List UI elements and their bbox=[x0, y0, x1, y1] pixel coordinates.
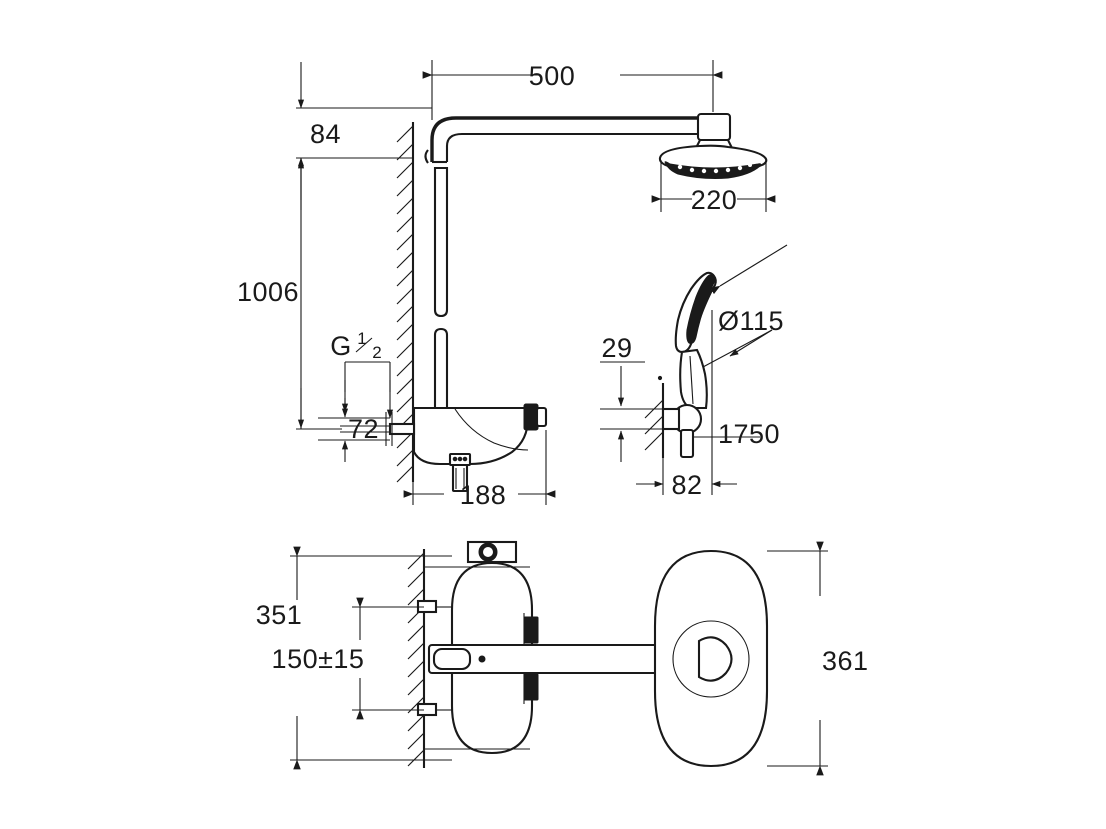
wall-hatching bbox=[396, 125, 414, 483]
dimension-1006: 1006 bbox=[237, 158, 340, 430]
dimension-500: 500 bbox=[422, 60, 723, 120]
dimension-label-500: 500 bbox=[529, 61, 576, 91]
dimension-72: 72 bbox=[318, 398, 393, 462]
dimension-1750: 1750 bbox=[693, 310, 780, 449]
head-shower-plan bbox=[653, 549, 769, 768]
dimension-29: 29 bbox=[600, 333, 680, 462]
dimension-label-dia115: Ø115 bbox=[718, 306, 784, 336]
dimension-label-72: 72 bbox=[348, 414, 379, 444]
outlet-fitting bbox=[448, 452, 472, 493]
dimension-label-82: 82 bbox=[671, 470, 702, 500]
head-shower bbox=[658, 112, 768, 179]
dimension-label-29: 29 bbox=[601, 333, 632, 363]
dimension-label-351: 351 bbox=[256, 600, 303, 630]
dimension-label-84: 84 bbox=[310, 119, 341, 149]
dimension-label-220: 220 bbox=[691, 185, 738, 215]
dimension-220: 220 bbox=[651, 160, 776, 215]
dimension-label-1750: 1750 bbox=[718, 419, 780, 449]
hand-shower-holder bbox=[644, 375, 703, 459]
dimension-84: 84 bbox=[296, 62, 432, 210]
dimension-188: 188 bbox=[403, 430, 556, 510]
holder-wall-hatching bbox=[644, 399, 664, 451]
shower-arm bbox=[424, 116, 700, 164]
dimension-label-150pm15: 150±15 bbox=[272, 644, 365, 674]
dimension-label-361: 361 bbox=[822, 646, 869, 676]
plan-view: 351 150±15 361 bbox=[256, 540, 869, 776]
dimension-label-188: 188 bbox=[460, 480, 507, 510]
dimension-150pm15: 150±15 bbox=[272, 566, 530, 750]
dimension-label-g-sup: 1 bbox=[357, 329, 366, 348]
wall-hatching-plan bbox=[407, 552, 425, 767]
dimension-dia115: Ø115 bbox=[702, 244, 788, 368]
dimension-82: 82 bbox=[636, 437, 737, 500]
handshower-view: Ø115 29 1750 82 bbox=[600, 244, 788, 500]
dimension-label-1006: 1006 bbox=[237, 277, 299, 307]
dimension-351: 351 bbox=[256, 546, 452, 770]
dimension-361: 361 bbox=[767, 541, 869, 776]
dimension-label-g: G bbox=[330, 331, 352, 361]
wall-section-plan bbox=[407, 549, 426, 768]
head-shower-nozzles bbox=[677, 163, 752, 174]
riser-pipe bbox=[433, 166, 449, 414]
elevation-view: 500 84 1006 220 bbox=[237, 60, 776, 510]
hand-shower bbox=[674, 271, 717, 410]
dimension-label-g-sub: 2 bbox=[372, 343, 381, 362]
dimension-g-half: G 1 2 bbox=[330, 329, 394, 419]
thermostat-valve bbox=[340, 403, 548, 493]
